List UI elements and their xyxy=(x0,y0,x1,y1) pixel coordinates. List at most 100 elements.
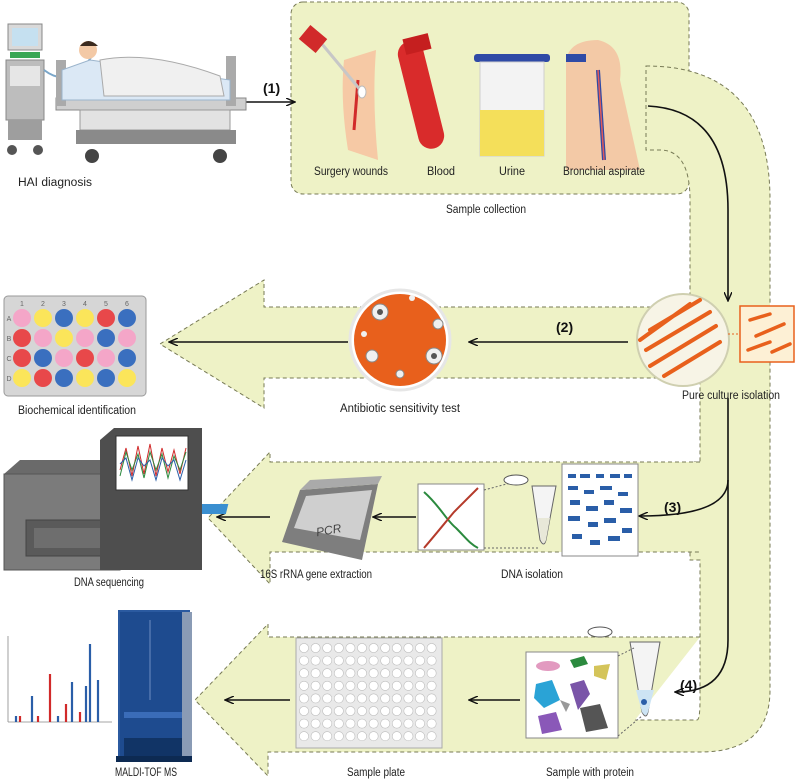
plate-well xyxy=(97,369,115,387)
maldi-plate-well xyxy=(357,668,367,679)
label-blood: Blood xyxy=(427,166,455,178)
maldi-plate-well xyxy=(357,731,367,742)
maldi-plate-well xyxy=(380,718,391,729)
maldi-plate-well xyxy=(310,693,321,704)
maldi-plate-well xyxy=(333,680,344,691)
step-3: (3) xyxy=(664,499,681,515)
label-hai-diagnosis: HAI diagnosis xyxy=(18,177,92,189)
label-bronchial-aspirate: Bronchial aspirate xyxy=(563,166,645,178)
maldi-plate-well xyxy=(426,731,437,742)
maldi-plate-well xyxy=(368,668,379,679)
maldi-plate-well xyxy=(322,718,333,729)
plate-well xyxy=(13,329,31,347)
maldi-plate-well xyxy=(299,655,309,666)
arrow-to-culture xyxy=(647,105,728,300)
plate-well xyxy=(76,329,94,347)
maldi-plate-well xyxy=(415,718,425,729)
maldi-plate-well xyxy=(357,693,367,704)
maldi-plate-well xyxy=(391,706,402,716)
maldi-plate-well xyxy=(357,706,367,716)
label-antibiotic-sensitivity-test: Antibiotic sensitivity test xyxy=(340,403,461,415)
arrow-4 xyxy=(676,480,729,692)
plate-well xyxy=(97,349,115,367)
maldi-plate-well xyxy=(391,731,402,742)
maldi-plate-well xyxy=(322,731,333,742)
maldi-plate-well xyxy=(322,693,333,704)
maldi-plate-well xyxy=(322,680,333,691)
maldi-plate-well xyxy=(380,731,391,742)
maldi-plate-well xyxy=(415,668,425,679)
plate-row-label: C xyxy=(6,356,11,363)
maldi-plate-well xyxy=(426,655,437,666)
maldi-plate-well xyxy=(345,643,356,653)
maldi-plate-well xyxy=(380,668,391,679)
plate-column-label: 6 xyxy=(125,301,129,308)
plate-well xyxy=(76,349,94,367)
maldi-plate-well xyxy=(403,643,414,653)
blood-tube-icon xyxy=(397,33,445,149)
maldi-plate-well xyxy=(380,680,391,691)
dna-sequencer-icon xyxy=(3,428,202,571)
maldi-plate-well xyxy=(380,643,391,653)
plate-well xyxy=(55,309,73,327)
dna-tube-icon xyxy=(503,474,557,545)
maldi-plate-well xyxy=(391,693,402,704)
maldi-plate-well xyxy=(426,693,437,704)
plate-column-label: 2 xyxy=(41,301,45,308)
protein-tube-icon xyxy=(587,626,661,737)
maldi-plate-well xyxy=(345,718,356,729)
plate-well xyxy=(76,369,94,387)
label-dna-sequencing: DNA sequencing xyxy=(74,577,144,589)
maldi-plate-well xyxy=(415,693,425,704)
plate-row-label: A xyxy=(7,316,12,323)
plate-well xyxy=(55,329,73,347)
mass-spectrum-chart xyxy=(7,636,112,723)
plate-well xyxy=(34,349,52,367)
step-2: (2) xyxy=(556,319,573,335)
gel-electrophoresis-panel xyxy=(561,463,639,557)
hospital-bed-icon xyxy=(5,23,247,163)
maldi-plate-well xyxy=(357,655,367,666)
plate-well xyxy=(97,329,115,347)
plate-well xyxy=(34,329,52,347)
urine-cup-icon xyxy=(474,54,550,157)
plate-well xyxy=(97,309,115,327)
maldi-plate-well xyxy=(403,680,414,691)
maldi-plate-well xyxy=(322,643,333,653)
maldi-plate-well xyxy=(333,706,344,716)
plate-well xyxy=(55,349,73,367)
maldi-plate-well xyxy=(368,731,379,742)
right-flow-band xyxy=(609,65,771,753)
label-sample-with-protein: Sample with protein xyxy=(546,767,634,779)
maldi-plate-well xyxy=(299,668,309,679)
maldi-plate-well xyxy=(299,680,309,691)
plate-well xyxy=(118,349,136,367)
maldi-plate-well xyxy=(310,643,321,653)
plate-column-label: 3 xyxy=(62,301,66,308)
maldi-plate-well xyxy=(333,655,344,666)
maldi-plate-well xyxy=(391,655,402,666)
plate-row-label: B xyxy=(7,336,12,343)
plate-well xyxy=(55,369,73,387)
maldi-plate-well xyxy=(368,718,379,729)
maldi-plate-well xyxy=(426,706,437,716)
label-sample-collection: Sample collection xyxy=(446,204,526,216)
dna-helix-panel xyxy=(417,479,540,551)
maldi-plate-well xyxy=(322,655,333,666)
maldi-sample-plate xyxy=(295,637,443,749)
maldi-plate-well xyxy=(299,706,309,716)
maldi-plate-well xyxy=(333,668,344,679)
pcr-label: PCR xyxy=(315,521,343,539)
maldi-plate-well xyxy=(380,655,391,666)
step-4: (4) xyxy=(680,677,697,693)
maldi-plate-well xyxy=(415,706,425,716)
maldi-plate-well xyxy=(415,680,425,691)
maldi-plate-well xyxy=(368,680,379,691)
label-maldi-tof-ms: MALDI-TOF MS xyxy=(115,767,177,779)
maldi-plate-well xyxy=(357,643,367,653)
plate-well xyxy=(13,309,31,327)
maldi-plate-well xyxy=(368,693,379,704)
maldi-plate-well xyxy=(426,668,437,679)
label-dna-isolation: DNA isolation xyxy=(501,569,563,581)
